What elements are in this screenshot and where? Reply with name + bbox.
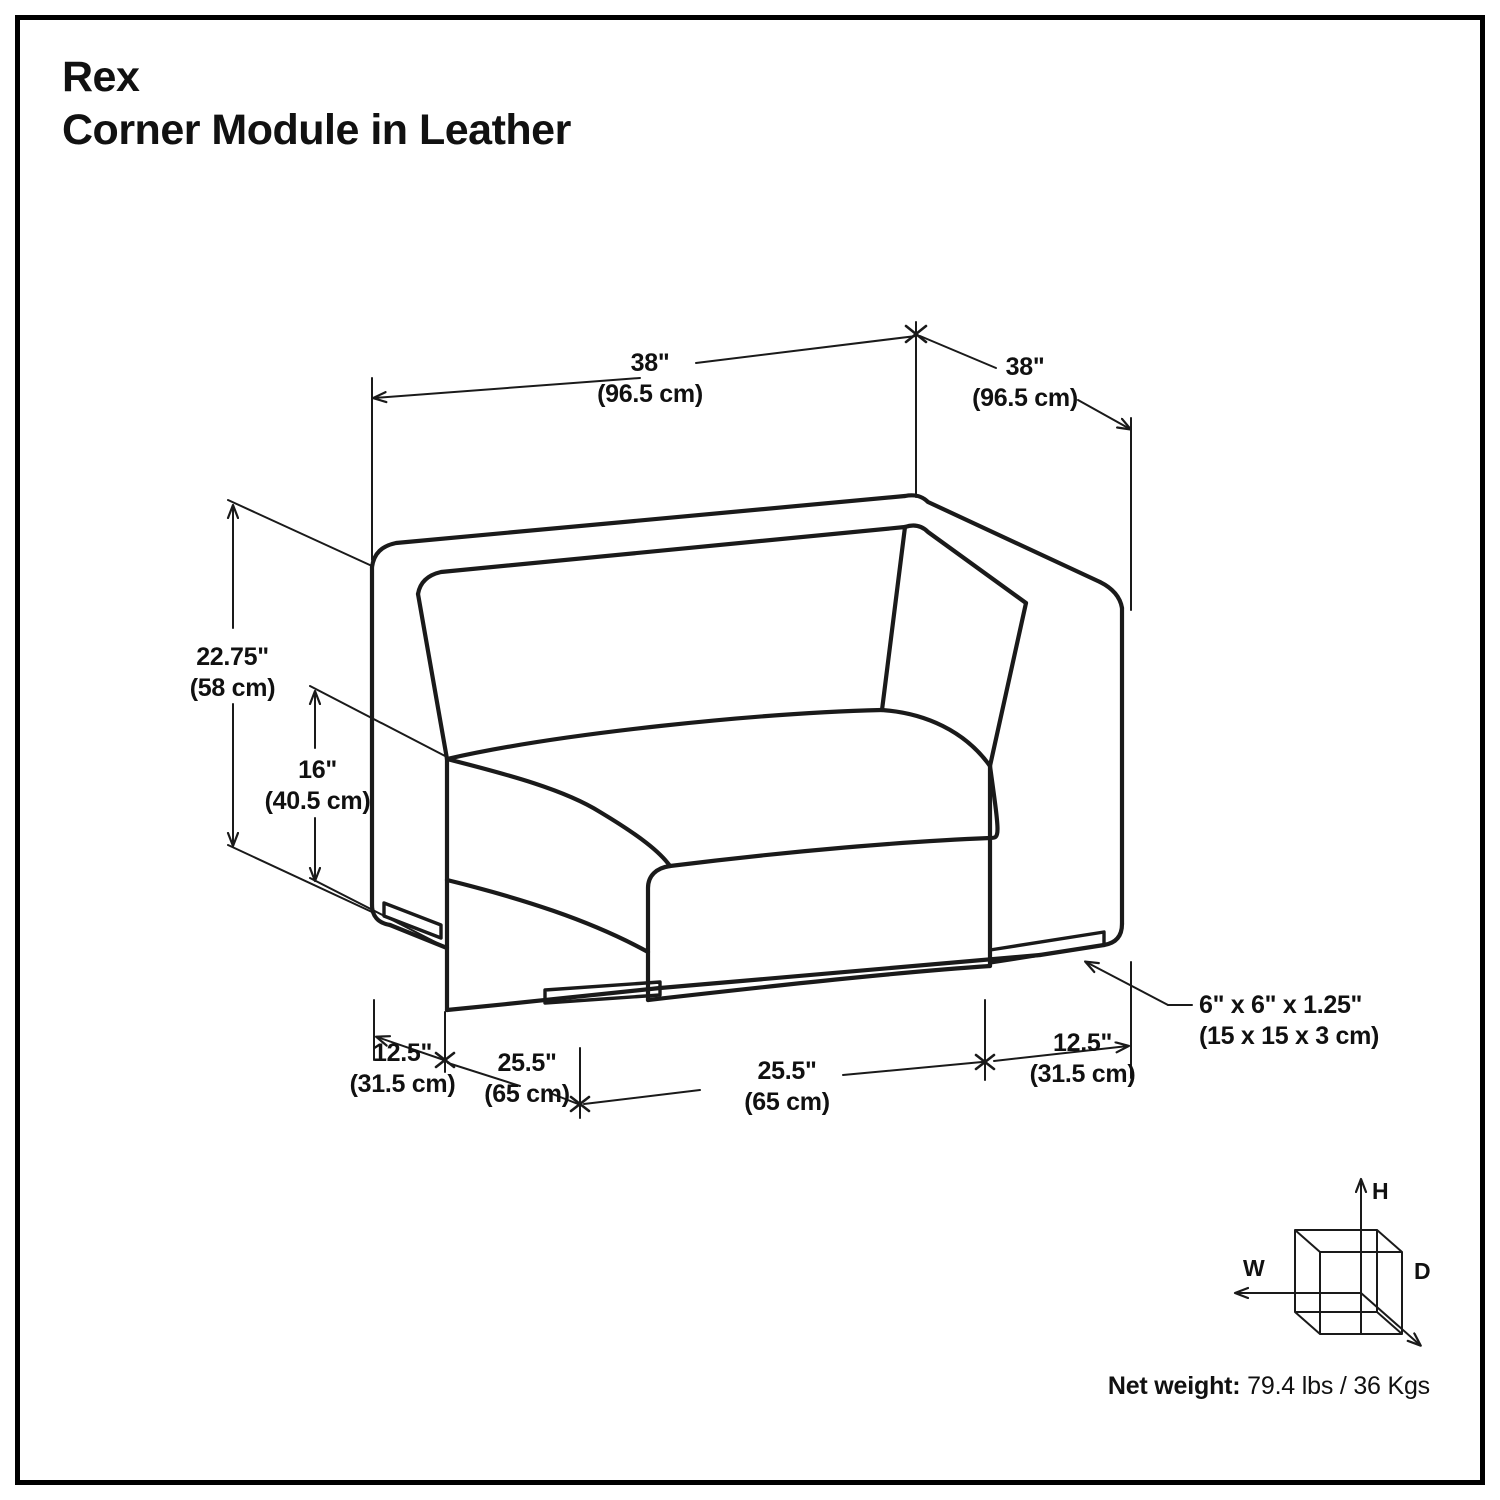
product-subtitle: Corner Module in Leather: [62, 106, 571, 154]
dim-line-depth-arm-left: [377, 1037, 445, 1061]
dim-label-height-seat-metric: (40.5 cm): [264, 787, 371, 815]
dim-label-foot-size: 6" x 6" x 1.25" (15 x 15 x 3 cm): [1199, 990, 1379, 1052]
foot-front-left: [543, 980, 662, 1005]
backrest-left-inner-edge: [415, 591, 450, 762]
right-arm-top-inner-edge: [902, 523, 1029, 606]
seat-cushion-top-front-edge: [444, 756, 673, 869]
sofa-illustration: [369, 493, 1125, 1013]
dim-label-height-overall-imperial: 22.75": [196, 643, 269, 671]
dim-label-depth-seat-left-imperial: 25.5": [497, 1049, 557, 1077]
cube-edge-tr: [1376, 1229, 1403, 1253]
dim-label-width-right: 38" (96.5 cm): [935, 352, 1115, 414]
axis-label-height: H: [1372, 1178, 1389, 1204]
base-left-outer-vertical: [369, 902, 393, 928]
dim-label-depth-seat-right-metric: (65 cm): [744, 1088, 830, 1116]
dim-label-width-right-imperial: 38": [1005, 353, 1045, 381]
dim-line-depth-seat-left-a: [447, 1062, 521, 1087]
dim-label-height-seat-imperial: 16": [298, 756, 337, 784]
dim-label-depth-arm-right: 12.5" (31.5 cm): [1000, 1028, 1165, 1090]
seat-cushion-bottom-right-edge: [645, 963, 993, 1003]
axis-label-width: W: [1243, 1255, 1265, 1281]
backrest-corner-inner-vertical: [879, 524, 908, 713]
cube-back-face: [1294, 1229, 1378, 1313]
dim-label-foot-metric: (15 x 15 x 3 cm): [1199, 1022, 1380, 1050]
dimension-lines: [227, 321, 1193, 1119]
dim-label-depth-seat-left-metric: (65 cm): [484, 1080, 570, 1108]
dim-label-depth-arm-left-metric: (31.5 cm): [349, 1070, 456, 1098]
backrest-inner-bottom-edge: [444, 707, 885, 762]
foot-right: [988, 930, 1106, 965]
net-weight-value: 79.4 lbs / 36 Kgs: [1247, 1372, 1430, 1400]
dim-label-depth-arm-right-imperial: 12.5": [1052, 1029, 1112, 1057]
dim-label-depth-seat-right-imperial: 25.5": [757, 1057, 817, 1085]
axis-label-depth: D: [1414, 1258, 1431, 1284]
axis-legend-cube: [1236, 1180, 1420, 1345]
ext-line-height-top: [227, 499, 373, 567]
backrest-top-outer-edge: [369, 493, 908, 570]
dim-line-depth-seat-left-b: [549, 1092, 579, 1105]
dim-tick-cross-bot-right: [974, 1053, 996, 1071]
dim-line-depth-arm-right: [993, 1046, 1128, 1062]
seat-cushion-top-right-edge: [667, 763, 1000, 869]
dim-line-width-left-a: [374, 377, 641, 398]
dim-label-depth-arm-right-metric: (31.5 cm): [1029, 1060, 1136, 1088]
right-arm-bottom-right-corner: [1101, 921, 1125, 948]
right-arm-inner-bottom-edge: [879, 707, 993, 769]
dim-label-depth-seat-right: 25.5" (65 cm): [712, 1056, 862, 1118]
corner-apex-ridge: [902, 493, 1103, 585]
dim-tick-cross-bot-mid: [569, 1095, 591, 1113]
foot-callout-leader-a: [1086, 962, 1169, 1006]
ext-line-seat-top: [309, 685, 448, 758]
dim-tick-cross-top: [904, 324, 928, 344]
dim-label-depth-arm-left: 12.5" (31.5 cm): [320, 1038, 485, 1100]
dim-label-width-right-metric: (96.5 cm): [972, 384, 1078, 412]
dim-label-height-seat: 16" (40.5 cm): [240, 755, 395, 817]
seat-cushion-bottom-left-edge: [444, 877, 651, 955]
dim-line-width-right-a: [919, 335, 997, 369]
dim-label-depth-seat-left: 25.5" (65 cm): [452, 1048, 602, 1110]
ext-line-height-bottom: [227, 844, 373, 913]
right-arm-inner-face-edge: [987, 600, 1029, 769]
cube-edge-bl: [1294, 1311, 1321, 1335]
dim-line-width-right-b: [1077, 399, 1130, 429]
product-name: Rex: [62, 53, 140, 101]
dim-label-width-left: 38" (96.5 cm): [560, 348, 740, 410]
dim-label-foot-imperial: 6" x 6" x 1.25": [1199, 991, 1363, 1019]
dim-label-depth-arm-left-imperial: 12.5": [372, 1039, 432, 1067]
ext-line-seat-bottom: [309, 877, 448, 949]
net-weight-label: Net weight:: [1107, 1372, 1241, 1400]
dim-label-width-left-metric: (96.5 cm): [597, 380, 703, 408]
dim-line-depth-seat-right-b: [842, 1061, 983, 1076]
dim-label-height-overall: 22.75" (58 cm): [155, 642, 310, 704]
seat-cushion-front-corner: [645, 863, 673, 1003]
page-title: Rex Corner Module in Leather: [62, 52, 571, 158]
dim-line-width-left-b: [695, 335, 917, 364]
dim-label-width-left-imperial: 38": [630, 349, 670, 377]
dim-label-height-overall-metric: (58 cm): [189, 674, 276, 702]
right-arm-top-outer-edge: [1097, 579, 1125, 611]
backrest-top-inner-edge: [415, 524, 908, 597]
net-weight-line: Net weight: 79.4 lbs / 36 Kgs: [1108, 1372, 1430, 1401]
cube-edge-tl: [1294, 1229, 1321, 1253]
base-bottom-right-edge: [657, 952, 1043, 991]
dim-line-depth-seat-right-a: [583, 1089, 701, 1105]
cube-edge-br: [1376, 1311, 1403, 1335]
axis-line-depth: [1360, 1292, 1420, 1345]
base-bottom-front-edge: [444, 985, 663, 1013]
